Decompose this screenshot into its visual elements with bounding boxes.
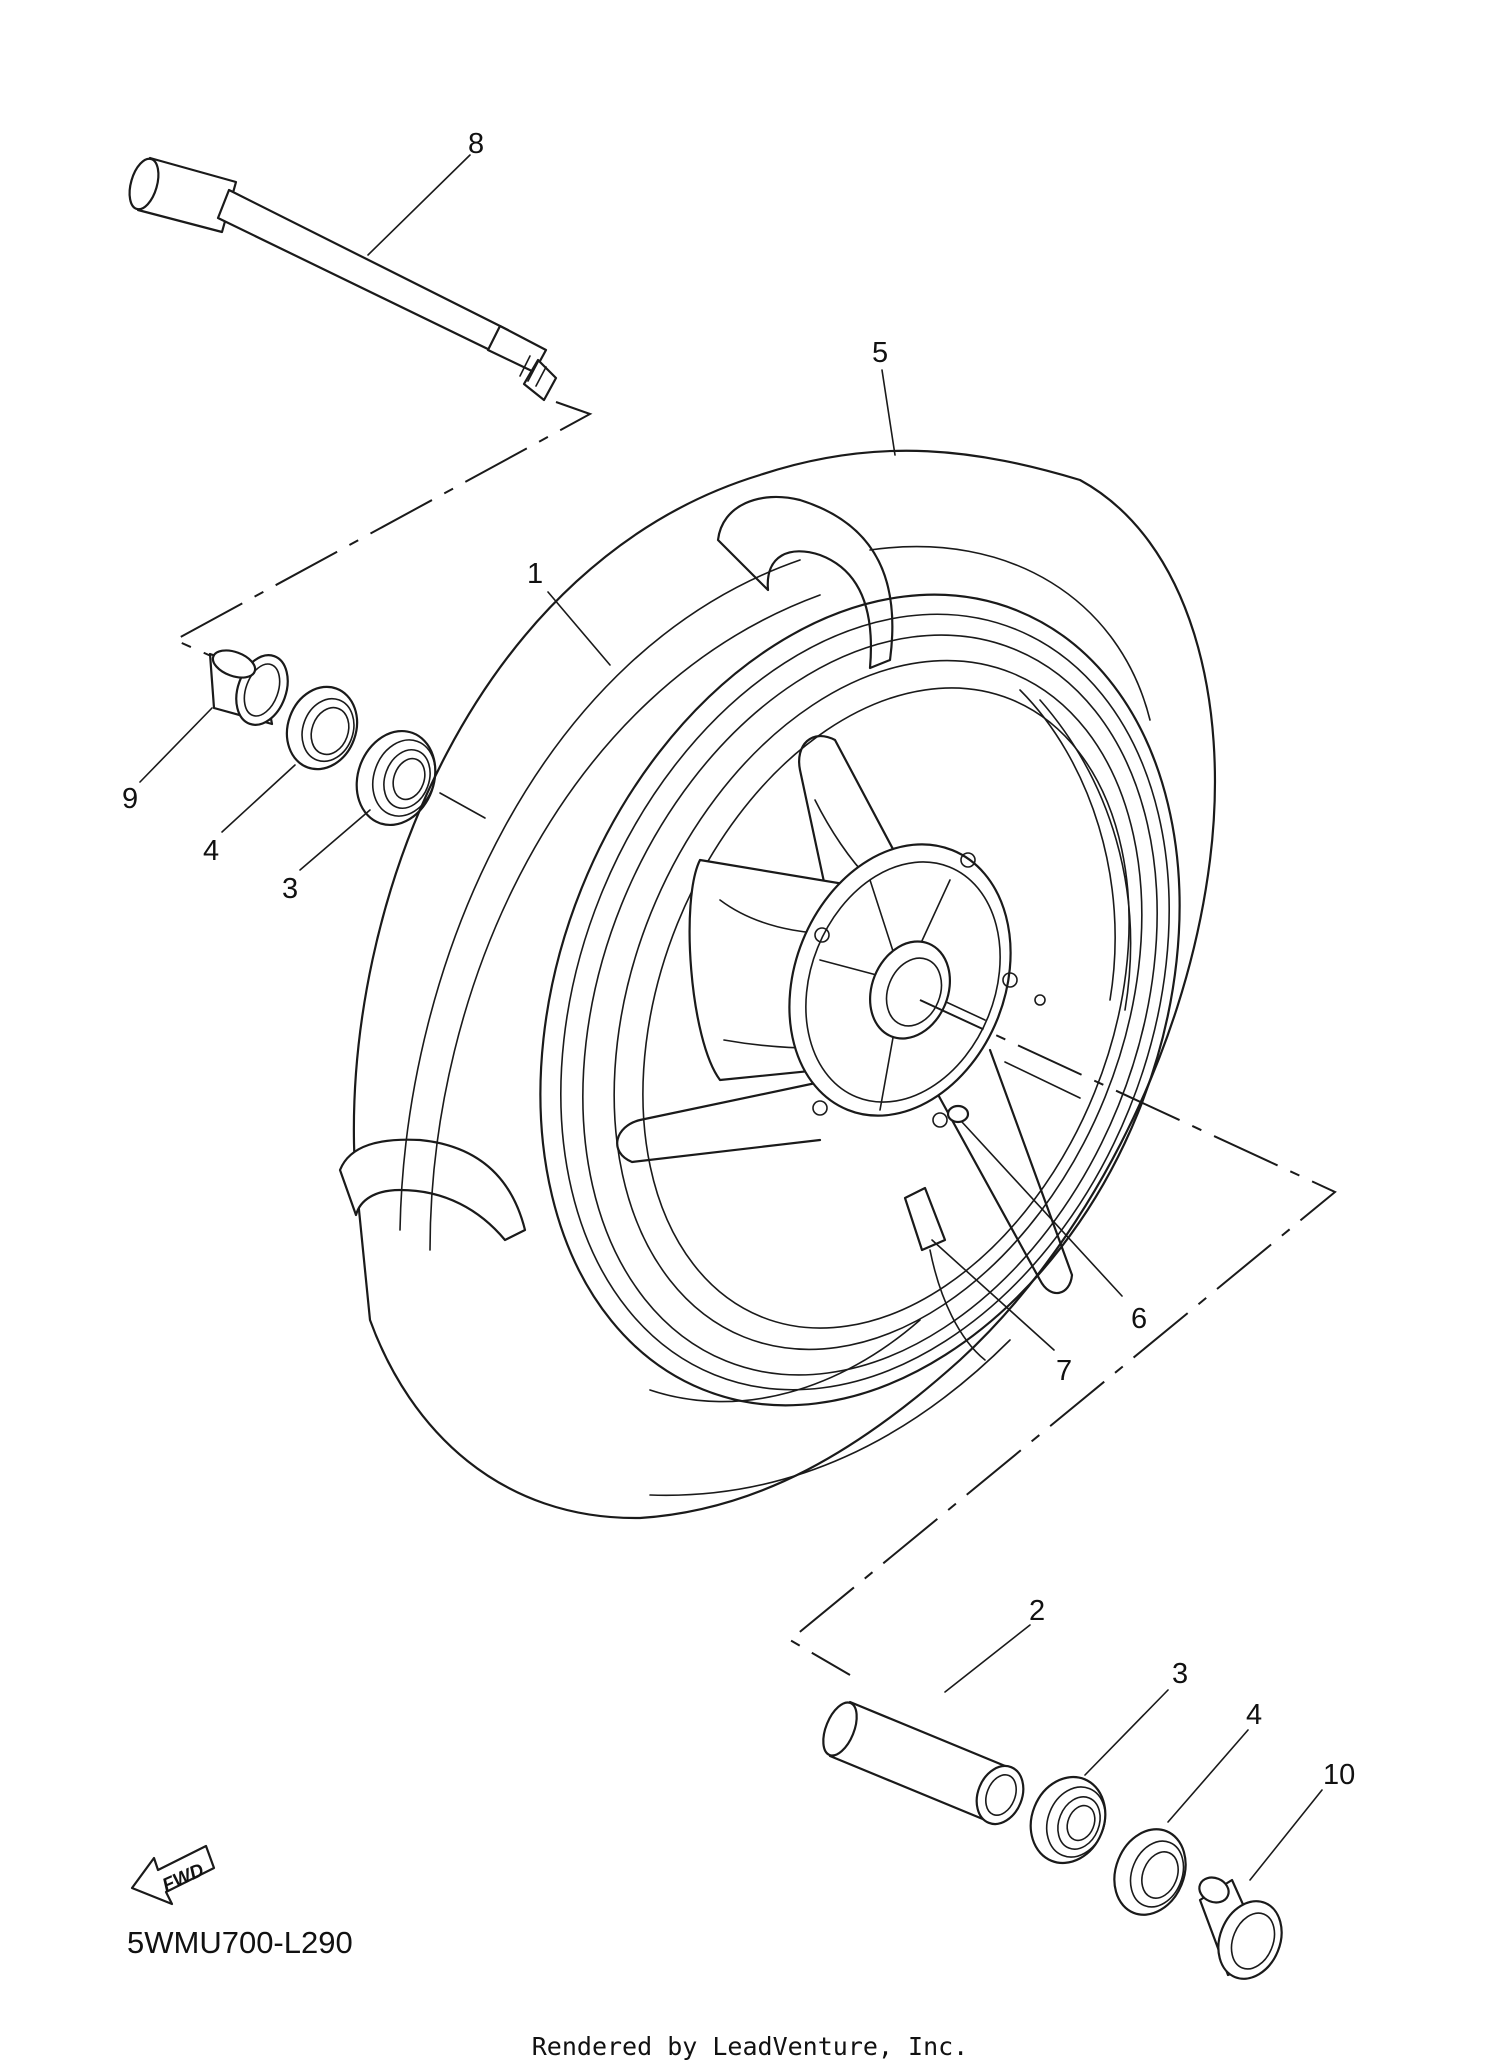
collar-part-10[interactable]: [1196, 1873, 1293, 1988]
collar-part-9[interactable]: [208, 645, 297, 732]
callout-8: 8: [468, 128, 484, 160]
callout-9: 9: [122, 783, 138, 815]
diagram-code: 5WMU700-L290: [127, 1925, 353, 1960]
callout-3-lower: 3: [1172, 1658, 1188, 1690]
callout-7: 7: [1056, 1355, 1072, 1387]
render-credit: Rendered by LeadVenture, Inc.: [532, 2032, 969, 2061]
bearing-part-3-lower[interactable]: [1018, 1766, 1118, 1875]
axle-centerline-upper: [172, 401, 593, 661]
oil-seal-part-4-upper[interactable]: [276, 677, 369, 779]
callout-6: 6: [1131, 1303, 1147, 1335]
callout-5: 5: [872, 337, 888, 369]
leader-lines: [139, 154, 1323, 1881]
callout-1: 1: [527, 558, 543, 590]
bearing-part-3-upper[interactable]: [344, 720, 486, 836]
callout-4-upper: 4: [203, 835, 219, 867]
axle-centerline-lower: [788, 999, 1337, 1676]
oil-seal-part-4-lower[interactable]: [1102, 1818, 1198, 1925]
callout-2: 2: [1029, 1595, 1045, 1627]
callout-4-lower: 4: [1246, 1699, 1262, 1731]
callout-3-upper: 3: [282, 873, 298, 905]
axle-part-8[interactable]: [124, 155, 558, 402]
collar-part-2[interactable]: [817, 1698, 1032, 1831]
fwd-arrow-icon: FWD: [130, 1844, 216, 1906]
callout-10: 10: [1323, 1759, 1355, 1791]
front-wheel-assembly[interactable]: [338, 449, 1295, 1520]
